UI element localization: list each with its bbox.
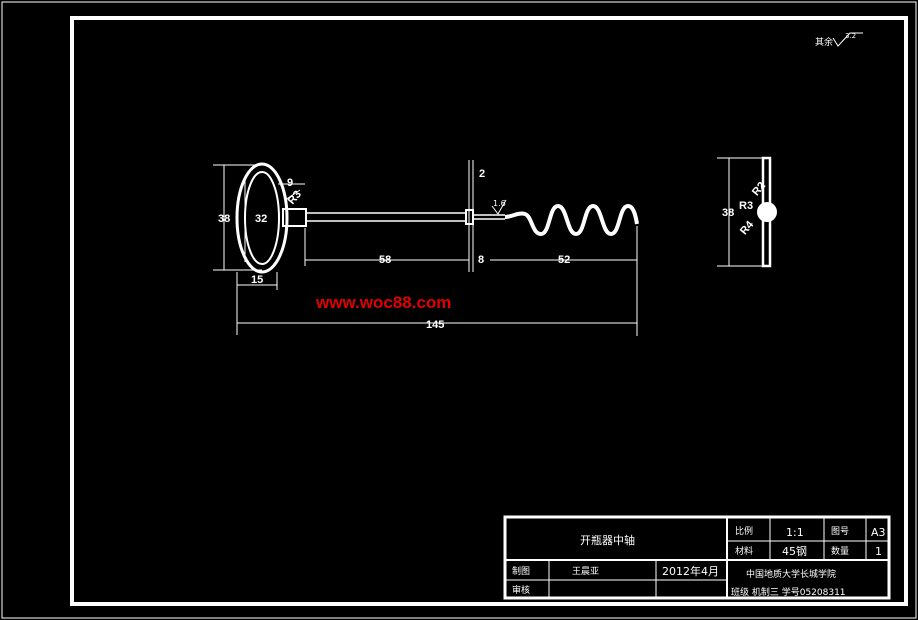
dim-side-r3: R3 (739, 200, 753, 212)
dim-shaft-length: 58 (379, 254, 391, 266)
surface-finish-label: 其余 (815, 36, 833, 48)
dim-screw-length: 52 (558, 254, 570, 266)
material-value: 45钢 (782, 545, 807, 558)
dim-collar-height: 2 (479, 168, 485, 180)
ring-outer (235, 162, 289, 274)
watermark: www.woc88.com (315, 293, 451, 312)
scale-value: 1:1 (786, 526, 804, 539)
surface-finish-value: 3.2 (845, 32, 856, 40)
inner-frame (70, 16, 908, 606)
drawing-no-value: A3 (871, 526, 886, 539)
drawn-label: 制图 (512, 565, 530, 577)
dim-ring-inner: 32 (255, 213, 267, 225)
dim-ring-height: 38 (218, 213, 230, 225)
dim-total-length: 145 (426, 319, 444, 331)
school-name: 中国地质大学长城学院 (746, 568, 836, 580)
dim-neck-offset: 9 (287, 177, 293, 189)
screw-spiral (504, 203, 639, 237)
shaft (305, 212, 467, 222)
drawn-name: 王晨亚 (572, 566, 599, 577)
dim-neck-radius: R3 (286, 188, 304, 206)
scale-label: 比例 (735, 525, 753, 537)
quantity-value: 1 (875, 545, 882, 558)
drawn-date: 2012年4月 (662, 564, 719, 578)
material-label: 材料 (735, 545, 753, 557)
front-view: 38 32 15 9 R3 2 58 8 52 1.6 145 (213, 160, 639, 336)
dim-ring-width: 15 (251, 274, 263, 286)
quantity-label: 数量 (831, 545, 849, 557)
dim-side-height: 38 (722, 207, 734, 219)
stem (473, 214, 505, 220)
drawing-no-label: 图号 (831, 526, 849, 537)
side-view: 38 R2 R3 R4 (717, 156, 777, 268)
side-hub (757, 202, 777, 222)
checked-label: 审核 (512, 584, 530, 596)
surface-finish-symbol: 其余 3.2 (815, 32, 863, 48)
dim-side-r2: R2 (750, 180, 768, 198)
part-name: 开瓶器中轴 (580, 533, 635, 547)
title-block: 开瓶器中轴 比例 1:1 图号 A3 材料 45钢 数量 1 制图 王晨亚 20… (503, 515, 891, 600)
dim-side-r4: R4 (738, 218, 757, 237)
dim-collar-width: 8 (478, 254, 484, 266)
tip-finish: 1.6 (493, 199, 506, 208)
class-info: 班级 机制三 学号05208311 (731, 586, 846, 598)
